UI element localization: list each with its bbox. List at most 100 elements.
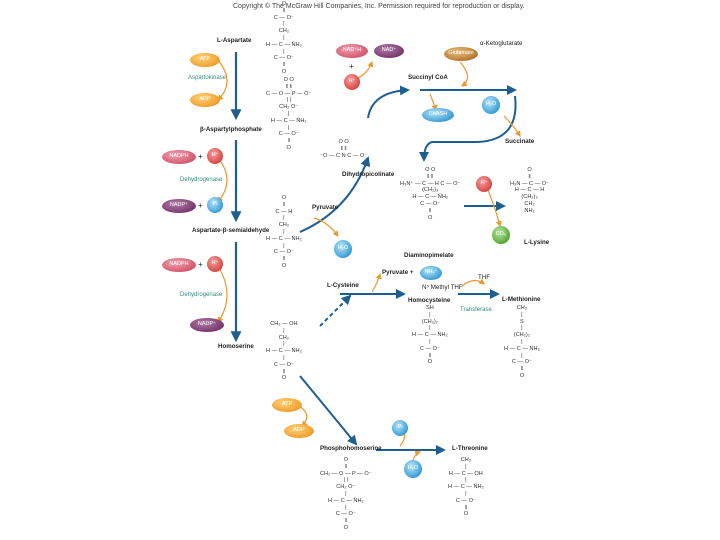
structure-line: C — O⁻: [419, 345, 440, 352]
structure-line: O: [427, 359, 433, 366]
cofactor-nh4: NH₄⁺: [420, 266, 442, 280]
structure-line: O O: [338, 139, 349, 145]
structure-line: (CH₂)₂: [513, 332, 530, 339]
arrow-nadph-nadp-2: [217, 265, 228, 323]
structure-line: |: [429, 338, 431, 345]
structure-line: |: [465, 463, 467, 470]
structure-line: ‖ ‖: [427, 173, 434, 180]
structure-phosphohomoserine: O‖CH₂ — O — P — O⁻| |CH₂ O⁻|H — C — N̈H₂…: [320, 457, 372, 533]
arrow-to-dap: [419, 95, 517, 162]
structure-line: C — O⁻: [278, 131, 299, 138]
structure-line: O: [281, 375, 287, 382]
arrow-pyruvate-nh4: [371, 272, 382, 293]
structure-line: H — C — N̈H₂: [266, 235, 302, 242]
structure-line: CH₂: [278, 334, 289, 341]
structure-homoserine: CH₂ — OH|CH₂|H — C — N̈H₂|C — O⁻‖O: [266, 321, 302, 383]
structure-line: H — C — N̈H₂: [270, 117, 307, 124]
label-phosphohomoserine: Phosphohomoserine: [320, 445, 382, 452]
structure-line: C — O⁻: [273, 361, 294, 368]
structure-line: CH₃: [460, 457, 472, 463]
structure-line: |: [345, 504, 347, 511]
label-dihydropicolinate: Dihydropicolinate: [342, 171, 395, 178]
structure-line: H — C — H: [514, 187, 545, 194]
label-ketoglutarate: α-Ketoglutarate: [480, 40, 523, 47]
structure-line: C — O⁻: [335, 511, 356, 518]
structure-line: |: [429, 325, 431, 332]
label-cysteine: L-Cysteine: [327, 282, 359, 289]
structure-line: | |: [343, 477, 349, 484]
cofactor-atp-2: ATP: [272, 398, 302, 412]
structure-dihydropicolinate: O O‖ ‖⁻O — C N C — O⁻: [320, 139, 368, 160]
structure-line: O: [281, 195, 287, 201]
structure-line: CH₂: [278, 222, 289, 229]
structure-line: H — C — N̈H₂: [448, 484, 484, 491]
cofactor-adp-2: ADP: [284, 424, 314, 438]
cofactor-h2o-1: H₂O: [482, 96, 500, 114]
structure-line: ‖ ‖: [340, 145, 347, 152]
cofactor-atp-1: ATP: [190, 53, 220, 67]
structure-aspartate: O‖C — O⁻|CH₂|H — C — N̈H₂|C — O⁻‖O: [266, 1, 302, 77]
cofactor-nadp-2: NADP⁺: [190, 318, 224, 332]
structure-line: ‖: [282, 62, 286, 69]
arrow-thf: [461, 278, 485, 287]
structure-line: ‖: [464, 504, 468, 511]
structure-semialdehyde: O‖C — H|CH₂|H — C — N̈H₂|C — O⁻‖O: [266, 195, 302, 271]
cofactor-glutamate: Glutamate: [444, 47, 478, 61]
structure-line: O: [343, 457, 348, 463]
label-homoserine: Homoserine: [218, 343, 254, 350]
cofactor-nadp-1: NADP⁺: [162, 199, 196, 213]
structure-line: ⁻O — C N C — O⁻: [320, 152, 368, 159]
structure-line: O: [281, 68, 287, 75]
label-pyruvate-2: Pyruvate +: [382, 269, 414, 276]
label-aspartate: L-Aspartate: [217, 37, 252, 44]
structure-line: O: [519, 372, 525, 379]
structure-line: C — O⁻: [420, 200, 441, 207]
arrow-dhp-to-succinyl: [367, 85, 410, 119]
label-methionine: L-Methionine: [502, 296, 541, 303]
plus-3: +: [198, 260, 203, 269]
cofactor-nadph-2: NADPH: [162, 258, 196, 272]
structure-line: ‖ ‖: [285, 83, 292, 90]
arrow-homoser-to-hcys: [319, 294, 352, 327]
structure-line: NH₂: [524, 207, 535, 214]
structure-line: |: [283, 242, 285, 249]
structure-line: CH₂ — OH: [270, 321, 298, 327]
structure-line: C — H: [275, 208, 293, 215]
structure-line: H — C — N̈H₂: [412, 194, 449, 201]
structure-line: C — O⁻: [273, 249, 294, 256]
structure-line: CH₃: [516, 305, 528, 311]
structure-line: C — O — P — O⁻: [266, 90, 312, 97]
label-homocysteine: Homocysteine: [408, 297, 451, 304]
cofactor-coash: CoASH: [422, 108, 454, 122]
structure-line: H — C — N̈H₂: [504, 345, 540, 352]
structure-line: (CH₂)₃: [521, 194, 538, 201]
plus-2: +: [198, 201, 203, 210]
structure-line: ‖: [282, 7, 286, 14]
structure-line: ‖: [429, 207, 432, 214]
structure-line: O: [527, 167, 532, 173]
structure-line: ‖: [344, 463, 347, 470]
cofactor-h-3: H⁺: [344, 74, 360, 90]
arrow-co2-out: [487, 189, 502, 228]
copyright-notice: Copyright © The McGraw Hill Companies, I…: [233, 3, 525, 10]
cofactor-nadph-1: NADPH: [162, 150, 196, 164]
structure-line: |: [283, 215, 285, 222]
structure-line: (CH₂)₂: [421, 318, 438, 325]
structure-homocysteine: SH|(CH₂)₂|H — C — N̈H₂|C — O⁻‖O: [412, 305, 448, 367]
cofactor-pi-1: Pi: [207, 197, 223, 213]
label-thf: THF: [478, 274, 491, 281]
structure-line: H — C — OH: [448, 470, 483, 477]
structure-line: |: [287, 110, 290, 117]
structure-line: |: [283, 228, 285, 235]
label-pyruvate-1: Pyruvate: [312, 204, 339, 211]
structure-line: |: [521, 325, 523, 332]
structure-line: C — O⁻: [273, 55, 294, 62]
structure-line: ‖: [428, 352, 432, 359]
structure-line: ‖: [287, 138, 290, 145]
structure-line: |: [465, 490, 467, 497]
structure-line: |: [465, 477, 467, 484]
cofactor-h2o-2: H₂O: [334, 240, 352, 258]
